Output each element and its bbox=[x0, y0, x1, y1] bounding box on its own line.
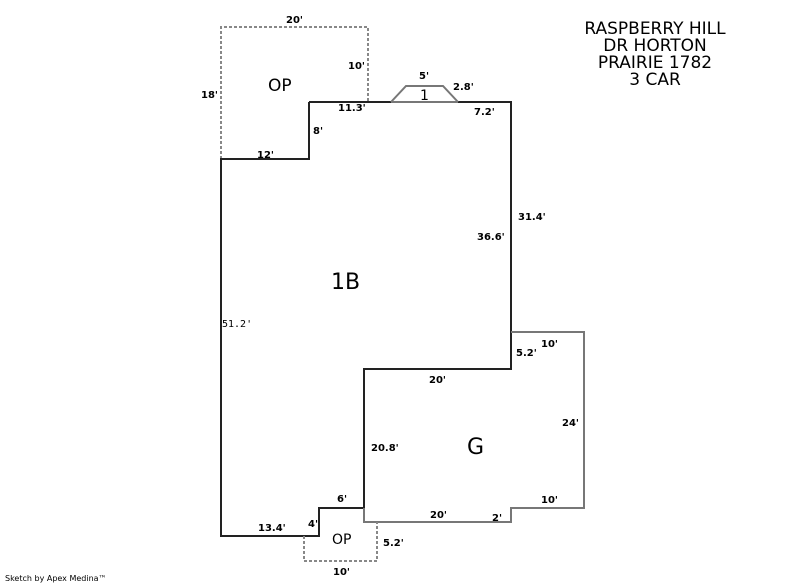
dim-main-top-left: 11.3' bbox=[338, 103, 366, 114]
dim-op-top-width: 20' bbox=[286, 15, 303, 26]
area-label-op-bottom: OP bbox=[332, 532, 351, 548]
title-line-3: PRAIRIE 1782 bbox=[597, 53, 713, 73]
garage-outline bbox=[363, 331, 585, 523]
dim-bay-side: 2.8' bbox=[453, 82, 474, 93]
dim-main-step: 8' bbox=[313, 126, 323, 137]
dim-main-left: 51.2' bbox=[222, 319, 252, 330]
dim-bottom-step-vert: 4' bbox=[308, 519, 318, 530]
dim-op-bottom-side: 5.2' bbox=[383, 538, 404, 549]
area-label-bay: 1 bbox=[420, 88, 429, 104]
area-label-op-top: OP bbox=[268, 76, 292, 96]
dim-main-bottom: 13.4' bbox=[258, 523, 286, 534]
dim-bottom-step-horiz: 6' bbox=[337, 494, 347, 505]
title-line-4: 3 CAR bbox=[629, 70, 681, 90]
sketch-title: RASPBERRY HILL DR HORTON PRAIRIE 1782 3 … bbox=[555, 21, 755, 89]
dim-garage-top: 20' bbox=[429, 375, 446, 386]
op-top-outline bbox=[220, 26, 369, 159]
dim-main-right-inner: 36.6' bbox=[477, 232, 505, 243]
op-bottom-outline bbox=[303, 522, 378, 562]
dim-op-bottom-width: 10' bbox=[333, 567, 350, 578]
dim-op-top-depth: 18' bbox=[201, 90, 218, 101]
area-label-main: 1B bbox=[331, 270, 360, 295]
dim-main-top-right: 7.2' bbox=[474, 107, 495, 118]
dim-op-top-right: 10' bbox=[348, 61, 365, 72]
dim-garage-bottom-step: 2' bbox=[492, 513, 502, 524]
title-line-2: DR HORTON bbox=[603, 36, 707, 56]
dim-bay-top: 5' bbox=[419, 71, 429, 82]
title-line-1: RASPBERRY HILL bbox=[584, 19, 726, 39]
dim-garage-right: 24' bbox=[562, 418, 579, 429]
dim-op-top-left-step: 12' bbox=[257, 150, 274, 161]
sketch-credit: Sketch by Apex Medina™ bbox=[5, 574, 107, 583]
dim-garage-bottom-right: 10' bbox=[541, 495, 558, 506]
area-label-garage: G bbox=[467, 435, 484, 460]
dim-garage-bottom: 20' bbox=[430, 510, 447, 521]
main-building-outline bbox=[220, 101, 512, 537]
dim-main-right-outer: 31.4' bbox=[518, 212, 546, 223]
dim-garage-jog: 5.2' bbox=[516, 348, 537, 359]
dim-garage-top-right: 10' bbox=[541, 339, 558, 350]
dim-garage-left: 20.8' bbox=[371, 443, 399, 454]
bay-outline bbox=[390, 85, 459, 103]
